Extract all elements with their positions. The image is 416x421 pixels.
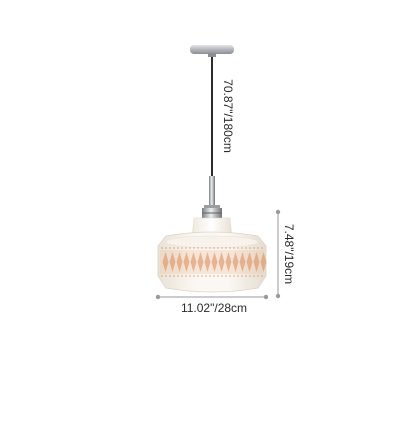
pattern-diamond — [246, 252, 253, 272]
pattern-dot — [217, 275, 219, 277]
pattern-dot — [237, 275, 239, 277]
pattern-dot — [173, 275, 175, 277]
width-label: 11.02"/28cm — [180, 301, 248, 315]
pattern-dot — [161, 275, 163, 277]
pattern-dot — [221, 247, 223, 249]
pattern-diamond — [225, 252, 232, 272]
pattern-diamond — [169, 252, 176, 272]
pattern-dot — [209, 247, 211, 249]
pattern-dot — [237, 247, 239, 249]
pattern-diamond — [183, 252, 190, 272]
pattern-dot — [173, 247, 175, 249]
pattern-dot — [169, 275, 171, 277]
pattern-dot — [177, 247, 179, 249]
pattern-dot — [201, 275, 203, 277]
pattern-diamond — [211, 252, 218, 272]
pattern-dot — [245, 275, 247, 277]
pattern-dot — [257, 247, 259, 249]
pattern-diamond — [260, 252, 267, 272]
pattern-dot — [221, 275, 223, 277]
cord-length-label: 70.87"/180cm — [221, 79, 235, 153]
pattern-dot — [193, 275, 195, 277]
pattern-diamond — [239, 252, 246, 272]
pattern-dot — [197, 247, 199, 249]
pattern-dot — [161, 247, 163, 249]
pattern-dot — [257, 275, 259, 277]
pattern-dot — [205, 275, 207, 277]
ceiling-canopy — [190, 45, 234, 57]
pattern-dot — [245, 247, 247, 249]
pattern-dot — [169, 247, 171, 249]
width-dimension-line — [155, 294, 269, 300]
pattern-dot — [229, 247, 231, 249]
pattern-dot — [209, 275, 211, 277]
pattern-dot — [241, 247, 243, 249]
pattern-dot — [205, 247, 207, 249]
pattern-dot — [185, 247, 187, 249]
pattern-dot — [249, 247, 251, 249]
pattern-dot — [253, 275, 255, 277]
pattern-dot — [177, 275, 179, 277]
pattern-dot — [229, 275, 231, 277]
pattern-dot — [217, 247, 219, 249]
height-label: 7.48"/19cm — [282, 223, 296, 285]
pattern-dot — [181, 275, 183, 277]
pattern-dot — [233, 275, 235, 277]
pattern-dot — [185, 275, 187, 277]
pattern-dot — [213, 247, 215, 249]
pattern-diamond — [162, 252, 169, 272]
pattern-diamond — [176, 252, 183, 272]
pattern-dot — [233, 247, 235, 249]
pattern-diamond — [218, 252, 225, 272]
height-dimension-line — [275, 209, 281, 299]
metal-rod — [209, 176, 215, 208]
pattern-dot — [249, 275, 251, 277]
lamp-holder — [202, 205, 222, 218]
pattern-diamond — [204, 252, 211, 272]
pattern-dot — [253, 247, 255, 249]
pattern-dot — [189, 275, 191, 277]
pattern-dot — [201, 247, 203, 249]
pattern-dot — [181, 247, 183, 249]
pattern-dot — [225, 247, 227, 249]
pattern-dot — [225, 275, 227, 277]
pattern-dot — [189, 247, 191, 249]
pattern-dot — [213, 275, 215, 277]
pattern-dot — [193, 247, 195, 249]
pattern-diamond — [197, 252, 204, 272]
pattern-diamond — [190, 252, 197, 272]
pattern-diamond — [232, 252, 239, 272]
pattern-dot — [165, 275, 167, 277]
diamond-pattern-band — [161, 247, 267, 277]
pattern-dot — [261, 275, 263, 277]
pattern-dot — [165, 247, 167, 249]
pattern-diamond — [253, 252, 260, 272]
pattern-dot — [261, 247, 263, 249]
pattern-dot — [241, 275, 243, 277]
pattern-dot — [197, 275, 199, 277]
